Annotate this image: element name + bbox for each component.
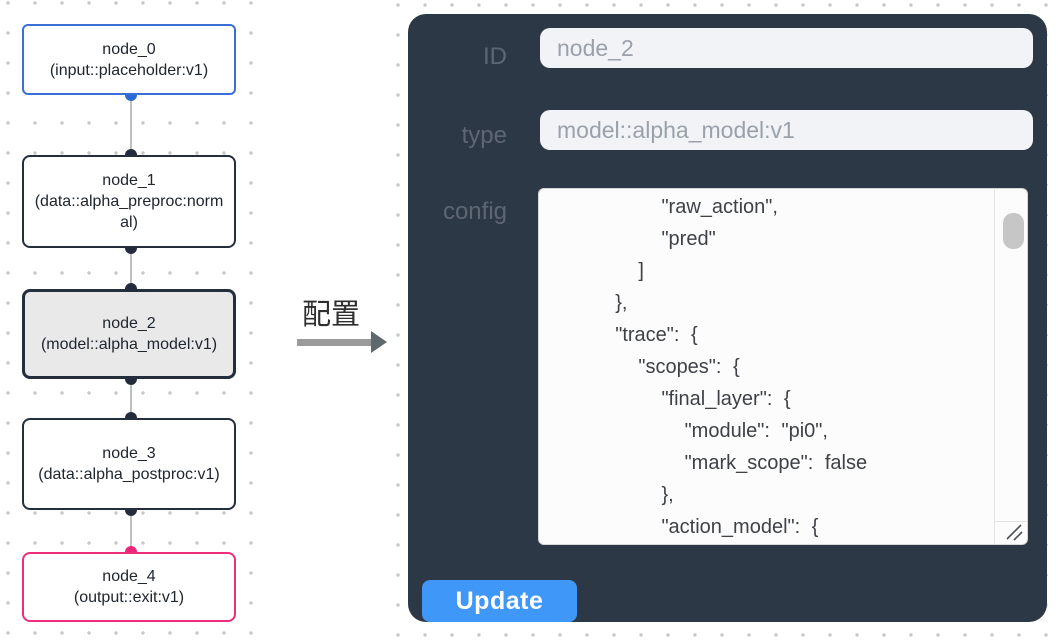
node-name: node_3 <box>102 445 156 462</box>
arrow-right-icon <box>371 331 387 353</box>
scrollbar-corner-divider <box>994 521 1027 522</box>
node-type: (data::alpha_postproc:v1) <box>38 466 220 483</box>
config-panel: ID type config "raw_action", "pred" ] },… <box>408 14 1047 622</box>
edge-node2-node3 <box>130 379 132 418</box>
node-type: (output::exit:v1) <box>73 589 185 606</box>
type-input[interactable] <box>540 110 1033 150</box>
node-type: (data::alpha_preproc:normal) <box>34 193 224 231</box>
node-type: (model::alpha_model:v1) <box>40 336 218 353</box>
scrollbar-track-divider <box>994 189 995 544</box>
node-node_4[interactable]: node_4 (output::exit:v1) <box>22 552 236 622</box>
edge-node0-node1 <box>130 95 132 155</box>
node-name: node_4 <box>102 568 156 585</box>
type-field-label: type <box>461 122 507 149</box>
node-type: (input::placeholder:v1) <box>49 61 209 79</box>
edge-node1-node2 <box>130 248 132 289</box>
config-field-label: config <box>442 198 507 225</box>
node-name: node_0 <box>102 40 156 58</box>
config-json-text[interactable]: "raw_action", "pred" ] }, "trace": { "sc… <box>615 196 868 538</box>
node-node_1[interactable]: node_1 (data::alpha_preproc:normal) <box>22 155 236 248</box>
arrow-shaft <box>297 339 371 346</box>
id-field-label: ID <box>483 43 507 70</box>
config-json-editor[interactable]: "raw_action", "pred" ] }, "trace": { "sc… <box>538 188 1028 545</box>
node-node_2-selected[interactable]: node_2 (model::alpha_model:v1) <box>22 289 236 379</box>
configure-label: 配置 <box>301 299 360 331</box>
vertical-scrollbar-thumb[interactable] <box>1003 213 1024 249</box>
node-node_0[interactable]: node_0 (input::placeholder:v1) <box>22 24 236 95</box>
node-name: node_2 <box>102 315 156 332</box>
node-name: node_1 <box>102 172 156 189</box>
id-input[interactable] <box>540 28 1033 68</box>
update-button[interactable]: Update <box>422 580 577 622</box>
resize-grip-icon[interactable] <box>1003 522 1025 542</box>
edge-node3-node4 <box>130 510 132 552</box>
node-node_3[interactable]: node_3 (data::alpha_postproc:v1) <box>22 418 236 510</box>
